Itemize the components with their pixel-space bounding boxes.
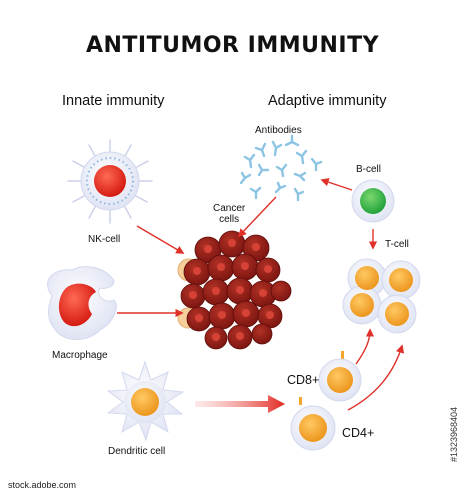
stock-site-text: stock.adobe.com (8, 480, 77, 490)
t-cell-cluster (342, 258, 421, 334)
b-cell (351, 179, 395, 223)
cd4-label: CD4+ (342, 426, 375, 440)
adaptive-immunity-heading: Adaptive immunity (268, 93, 387, 109)
cd8-cell (318, 351, 362, 402)
arrow-bcell-to-antibodies (320, 178, 353, 191)
arrow-nk-to-cancer (136, 225, 185, 254)
stock-footer (0, 456, 465, 500)
macrophage-label: Macrophage (52, 350, 108, 361)
arrows (117, 178, 405, 411)
nk-cell-label: NK-cell (88, 234, 121, 245)
page-title: ANTITUMOR IMMUNITY (85, 33, 380, 58)
arrow-dendritic-to-t-cells (195, 395, 285, 413)
t-cell-label: T-cell (385, 239, 409, 250)
cd8-label: CD8+ (287, 373, 320, 387)
stock-id-text: #1323968404 (449, 406, 459, 462)
arrow-antibodies-to-cancer (237, 196, 277, 238)
antibodies-label: Antibodies (255, 125, 302, 136)
dendritic-cell (106, 360, 185, 442)
b-cell-label: B-cell (356, 164, 382, 175)
arrow-cd8-to-tcell (355, 328, 375, 365)
arrow-cd4-to-tcell (347, 344, 405, 411)
macrophage (47, 266, 117, 340)
cancer-cells (177, 230, 292, 350)
dendritic-cell-label: Dendritic cell (108, 446, 166, 457)
innate-immunity-heading: Innate immunity (62, 93, 165, 109)
antibodies (239, 134, 323, 202)
nk-cell (67, 139, 153, 224)
cd4-cell (290, 397, 336, 451)
cancer-cells-label: Cancer cells (213, 203, 246, 225)
